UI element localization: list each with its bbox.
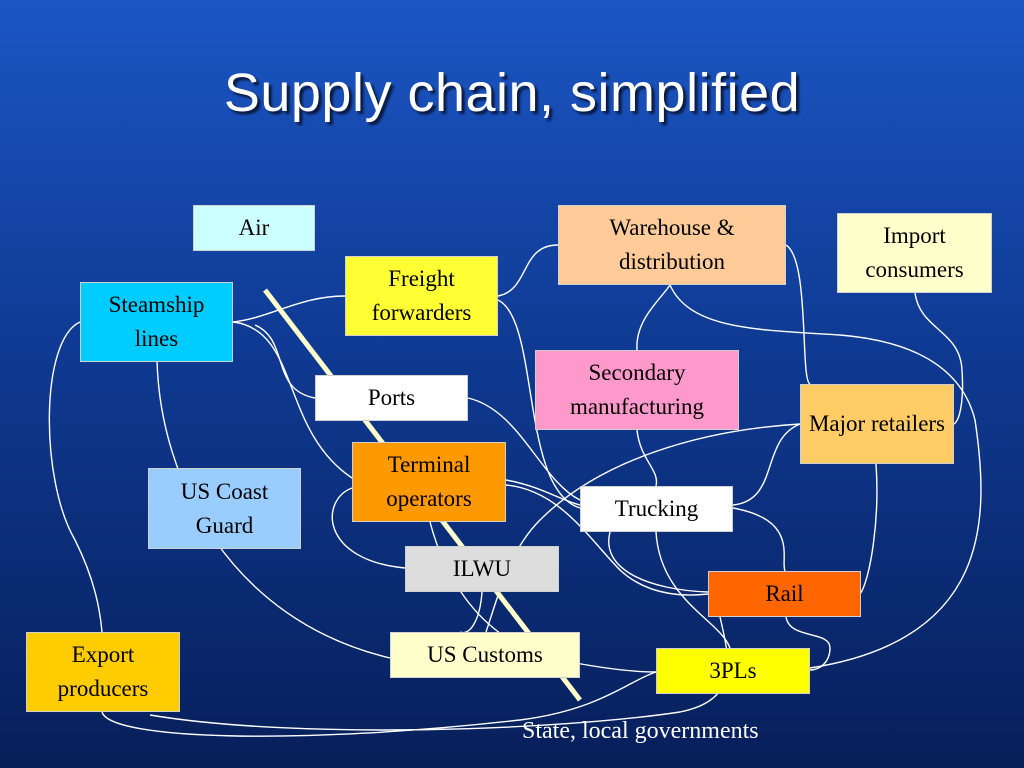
- link-warehouse-3pls: [669, 284, 982, 669]
- link-steamship-ports: [254, 324, 316, 399]
- link-steamship-freight: [232, 295, 346, 323]
- page-title: Supply chain, simplified: [223, 63, 801, 123]
- link-terminal-trucking: [505, 479, 581, 506]
- link-rail-3pls: [785, 616, 831, 671]
- node-major-retailers: Major retailers: [800, 384, 954, 464]
- node-export-producers: Export producers: [26, 632, 180, 712]
- link-steamship-export: [48, 321, 103, 633]
- node-warehouse-distribution: Warehouse & distribution: [558, 205, 786, 285]
- link-terminal-ilwu: [331, 487, 406, 569]
- node-import-consumers: Import consumers: [837, 213, 992, 293]
- link-freight-warehouse: [497, 244, 559, 297]
- link-trucking-right: [732, 507, 786, 572]
- node-us-customs: US Customs: [390, 632, 580, 678]
- link-retailers-rail: [859, 463, 878, 595]
- node-steamship-lines: Steamship lines: [80, 282, 233, 362]
- node-trucking: Trucking: [580, 486, 733, 532]
- node-terminal-operators: Terminal operators: [352, 442, 506, 522]
- node-secondary-manufacturing: Secondary manufacturing: [535, 350, 739, 430]
- link-secondary-trucking: [636, 429, 658, 487]
- node-rail: Rail: [708, 571, 861, 617]
- node-freight-forwarders: Freight forwarders: [345, 256, 498, 336]
- link-ilwu-customs: [459, 591, 483, 634]
- footer-label: State, local governments: [522, 718, 759, 744]
- node-air: Air: [193, 205, 315, 251]
- node-us-coast-guard: US Coast Guard: [148, 468, 301, 549]
- link-import-retailers: [914, 292, 964, 425]
- link-warehouse-secondary: [636, 284, 671, 351]
- link-trucking-rail: [608, 531, 709, 593]
- link-warehouse-retailers: [785, 244, 811, 385]
- node-ilwu: ILWU: [405, 546, 559, 592]
- link-freight-trucking: [497, 299, 581, 509]
- node-3pls: 3PLs: [656, 648, 810, 694]
- link-ports-trucking: [467, 397, 581, 501]
- node-ports: Ports: [315, 375, 468, 421]
- link-retailers-trucking: [732, 423, 801, 506]
